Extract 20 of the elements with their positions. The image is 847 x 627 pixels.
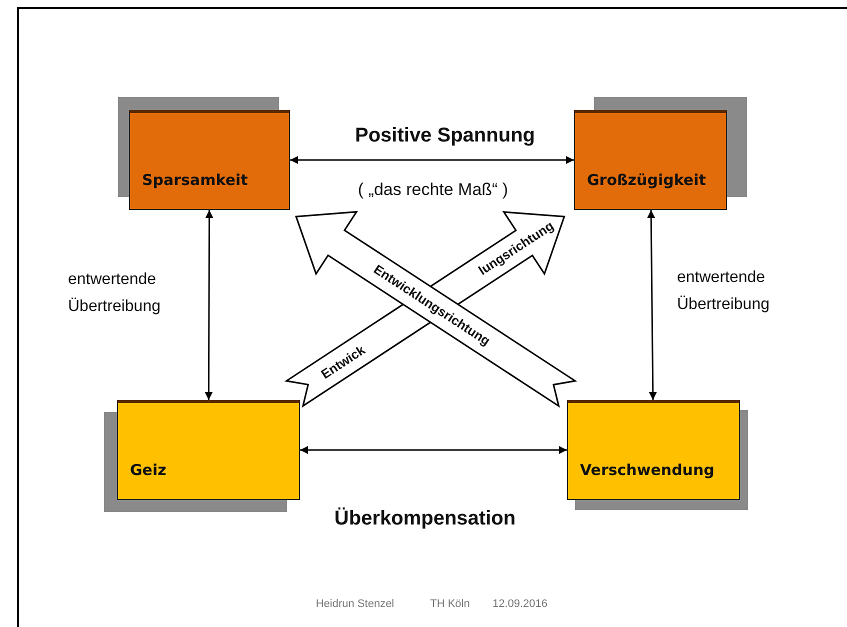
concept-box [129,110,290,210]
heading-text: Überkompensation [334,508,516,530]
footer-text: TH Köln [430,598,470,610]
double-arrow [290,156,574,164]
node-label: Sparsamkeit [142,171,248,189]
heading-text: Positive Spannung [354,124,536,148]
annotation-text: entwertende Übertreibung [677,268,770,316]
node-label: Geiz [130,461,166,479]
annotation-text: ( „das rechte Maß“ ) [358,180,508,200]
node-label: Großzügigkeit [587,171,706,189]
concept-box [574,110,727,210]
double-arrow [647,210,657,400]
double-arrow [204,210,214,400]
annotation-text: entwertende Übertreibung [68,270,162,318]
concept-box [117,400,300,500]
node-label: Verschwendung [580,461,714,479]
concept-box [567,400,740,500]
footer-text: Heidrun Stenzel [316,598,394,610]
double-arrow [300,446,567,454]
footer-text: 12.09.2016 [492,598,548,610]
